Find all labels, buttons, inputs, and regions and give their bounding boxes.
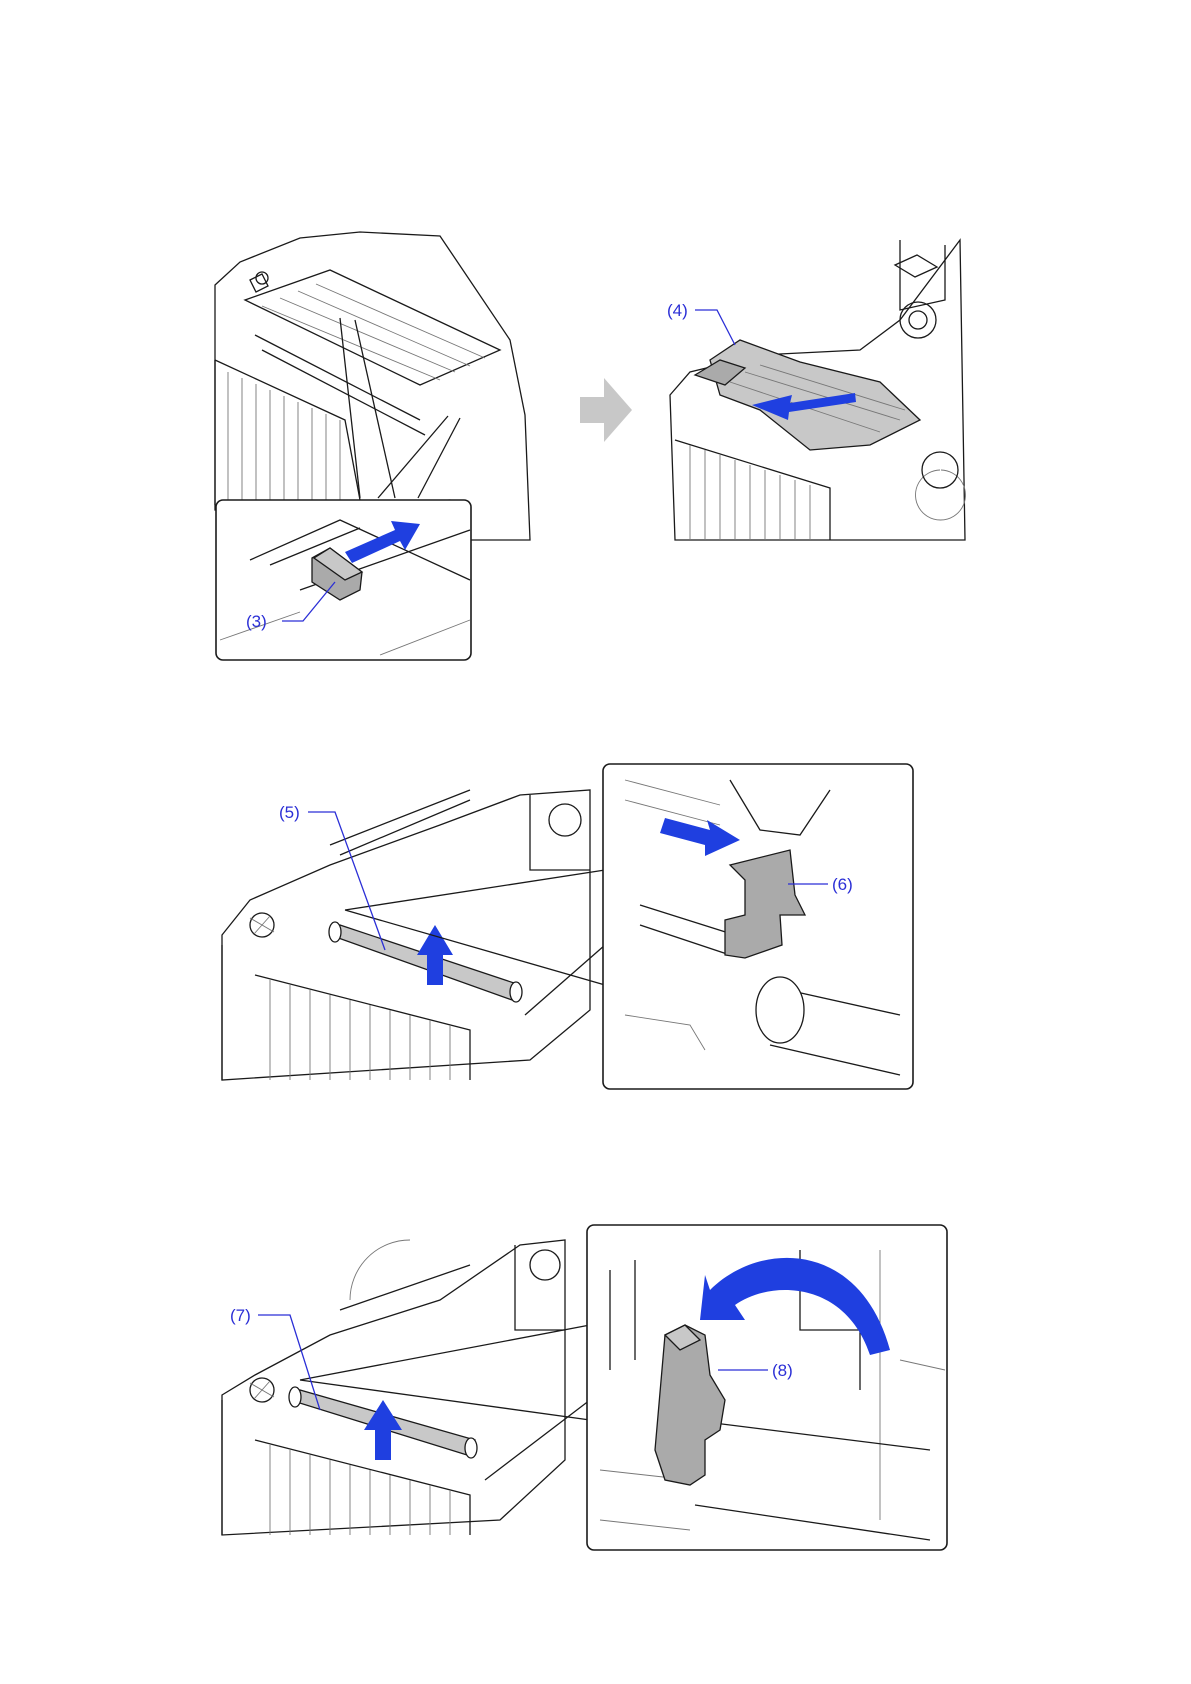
grey-right-arrow-icon bbox=[580, 378, 632, 442]
callout-3: (3) bbox=[246, 612, 267, 631]
callout-5: (5) bbox=[279, 803, 300, 822]
roller-part bbox=[330, 925, 520, 1000]
callout-4: (4) bbox=[667, 301, 688, 320]
callout-7: (7) bbox=[230, 1306, 251, 1325]
blue-up-arrow-icon-2 bbox=[364, 1400, 402, 1460]
inset-bearing-rotate bbox=[587, 1225, 947, 1550]
figure-3-printer bbox=[222, 1240, 590, 1535]
guide-plate-part bbox=[710, 340, 920, 450]
figure-1-printer-right bbox=[670, 240, 965, 540]
callout-6: (6) bbox=[832, 875, 853, 894]
figure-1-printer-left bbox=[215, 232, 530, 540]
inset-lock-lever bbox=[216, 500, 471, 660]
callout-8: (8) bbox=[772, 1361, 793, 1380]
inset-roller-bearing bbox=[603, 764, 913, 1089]
figure-2-printer bbox=[222, 790, 605, 1080]
